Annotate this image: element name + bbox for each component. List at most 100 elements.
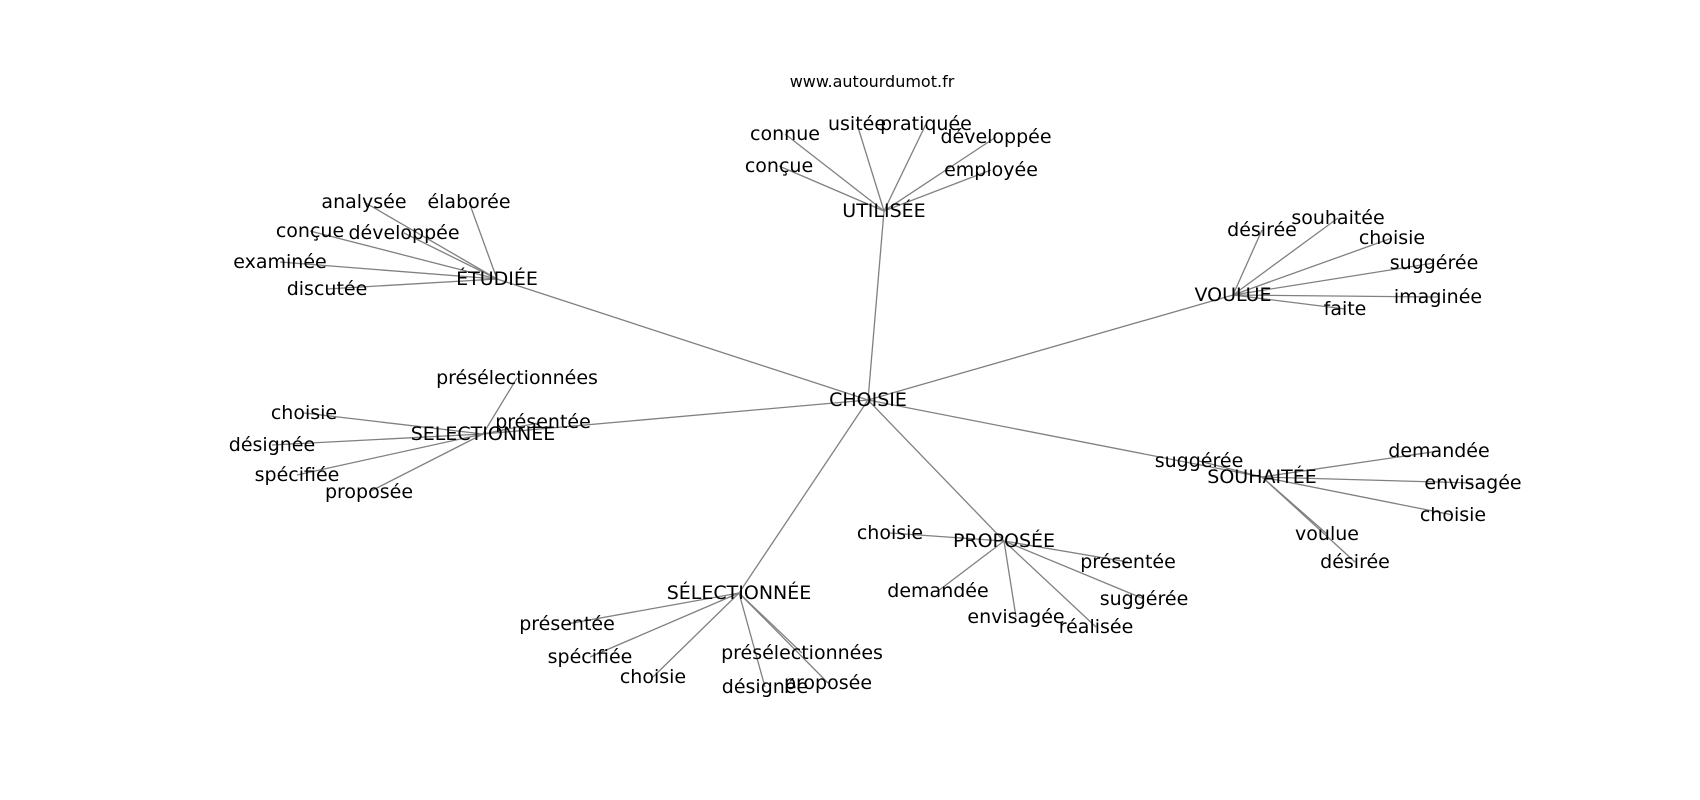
leaf-node-label: spécifiée	[548, 646, 633, 668]
hub-node-label: ÉTUDIÉE	[456, 267, 538, 290]
leaf-node-label: spécifiée	[255, 464, 340, 486]
leaf-node-label: développée	[940, 126, 1051, 148]
hub-node-label: PROPOSÉE	[953, 529, 1055, 552]
leaf-node-label: présentée	[519, 613, 615, 635]
edges-layer	[271, 123, 1474, 688]
leaf-node-label: envisagée	[967, 606, 1064, 628]
leaf-node-label: souhaitée	[1291, 207, 1384, 229]
leaf-node-label: voulue	[1295, 523, 1359, 545]
graph-edge	[1232, 229, 1263, 296]
graph-edge	[1261, 476, 1474, 484]
graph-edge	[482, 399, 869, 435]
leaf-node-label: envisagée	[1424, 472, 1521, 494]
graph-edge	[738, 592, 766, 688]
leaf-node-label: choisie	[857, 522, 923, 544]
graph-edge	[1003, 540, 1017, 618]
leaf-node-label: choisie	[1420, 504, 1486, 526]
graph-edge	[1261, 450, 1440, 478]
graph-edge	[883, 136, 997, 212]
root-node-label: CHOISIE	[829, 389, 907, 411]
graph-edge	[309, 230, 498, 280]
leaf-node-label: élaborée	[427, 191, 510, 213]
graph-edge	[1003, 540, 1097, 628]
leaf-node-label: analysée	[321, 191, 406, 213]
graph-edge	[1261, 476, 1356, 563]
graph-edge	[1261, 476, 1454, 516]
hub-node-label: SÉLECTIONNÉE	[667, 581, 812, 604]
graph-edge	[1232, 262, 1435, 296]
leaf-node-label: conçue	[276, 220, 344, 242]
graph-edge	[496, 278, 869, 401]
leaf-node-label: pratiquée	[880, 113, 972, 135]
leaf-node-label: suggérée	[1100, 588, 1189, 610]
graph-edge	[1198, 460, 1263, 478]
leaf-node-label: conçue	[745, 155, 813, 177]
hub-node-label: UTILISÉE	[842, 199, 925, 222]
graph-edge	[889, 532, 1005, 542]
leaf-node-label: désignée	[722, 676, 808, 698]
graph-edge	[271, 433, 484, 446]
graph-edge	[738, 592, 829, 684]
graph-edge	[1232, 294, 1346, 310]
leaf-node-label: suggérée	[1390, 252, 1479, 274]
leaf-node-label: développée	[348, 222, 459, 244]
leaf-node-label: usitée	[828, 113, 886, 135]
leaf-node-label: demandée	[1388, 440, 1489, 462]
graph-edge	[368, 433, 484, 493]
graph-edge	[1003, 540, 1129, 563]
graph-edge	[867, 399, 1263, 478]
graph-edge	[652, 592, 740, 678]
leaf-node-label: demandée	[887, 580, 988, 602]
leaf-node-label: choisie	[271, 402, 337, 424]
graph-edge	[738, 399, 869, 594]
leaf-node-label: choisie	[620, 666, 686, 688]
graph-edge	[1232, 237, 1393, 296]
graph-edge	[296, 433, 484, 476]
leaf-node-label: connue	[750, 123, 820, 145]
graph-edge	[867, 294, 1234, 401]
source-url: www.autourdumot.fr	[790, 72, 955, 91]
graph-edge	[326, 278, 498, 290]
graph-edge	[883, 123, 927, 212]
graph-edge	[1232, 217, 1339, 296]
graph-edge	[856, 123, 885, 212]
leaf-node-label: présélectionnées	[721, 642, 883, 664]
graph-edge	[363, 201, 498, 280]
leaf-node-label: réalisée	[1059, 616, 1134, 638]
graph-edge	[937, 540, 1005, 592]
leaf-node-label: présentée	[1080, 551, 1176, 573]
leaf-node-label: suggérée	[1155, 450, 1244, 472]
leaf-node-label: proposée	[784, 672, 872, 694]
graph-edge	[303, 412, 484, 435]
leaf-node-label: imaginée	[1394, 286, 1482, 308]
leaf-node-label: désirée	[1227, 219, 1297, 241]
hub-node-label: SOUHAITÉE	[1207, 465, 1316, 488]
graph-edge	[482, 377, 518, 435]
graph-edge	[778, 165, 885, 212]
graph-edge	[468, 201, 498, 280]
leaf-node-label: désignée	[229, 434, 315, 456]
leaf-node-label: employée	[944, 159, 1038, 181]
graph-edge	[1232, 294, 1439, 298]
graph-edge	[566, 592, 740, 625]
graph-edge	[482, 421, 544, 435]
graph-edge	[403, 232, 498, 280]
leaf-node-label: présentée	[495, 411, 591, 433]
graph-edge	[279, 261, 498, 280]
graph-edge	[867, 210, 885, 401]
leaf-node-label: désirée	[1320, 551, 1390, 573]
graph-edge	[1003, 540, 1145, 600]
leaf-node-label: présélectionnées	[436, 367, 598, 389]
graph-edge	[784, 133, 885, 212]
graph-edge	[589, 592, 740, 658]
graph-edge	[883, 169, 992, 212]
leaf-node-label: discutée	[287, 278, 368, 300]
graph-edge	[867, 399, 1005, 542]
hub-node-label: VOULUE	[1194, 284, 1271, 306]
leaf-node-label: examinée	[233, 251, 326, 273]
leaf-node-label: choisie	[1359, 227, 1425, 249]
leaf-node-label: faite	[1324, 298, 1367, 320]
hub-node-label: SELECTIONNÉE	[411, 422, 556, 445]
